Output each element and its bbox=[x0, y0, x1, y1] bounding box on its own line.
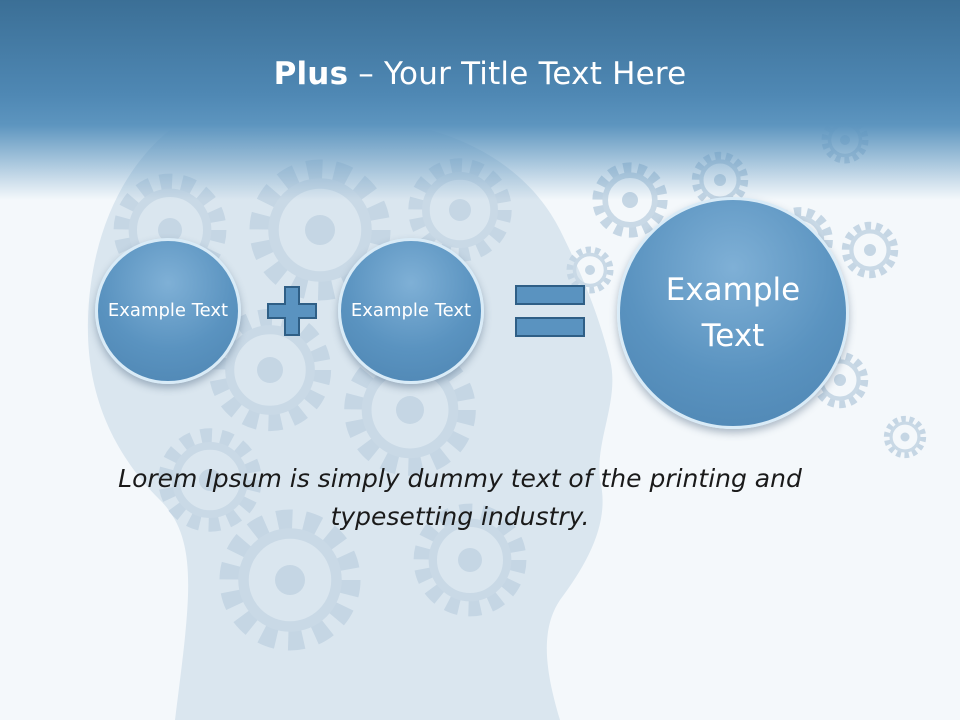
plus-sign-icon bbox=[267, 286, 317, 336]
circle-2-label: Example Text bbox=[350, 300, 472, 321]
circle-1: Example Text bbox=[95, 238, 241, 384]
equals-sign-icon bbox=[515, 285, 585, 337]
title-rest: – Your Title Text Here bbox=[348, 56, 687, 92]
circle-1-label: Example Text bbox=[107, 300, 229, 321]
body-text: Lorem Ipsum is simply dummy text of the … bbox=[118, 464, 802, 531]
circle-3-label: Example Text bbox=[665, 272, 801, 354]
title-bold: Plus bbox=[273, 56, 349, 92]
circle-3-result: Example Text bbox=[617, 197, 849, 429]
slide-title: Plus – Your Title Text Here bbox=[0, 56, 960, 92]
title-banner bbox=[0, 0, 960, 200]
circle-2: Example Text bbox=[338, 238, 484, 384]
